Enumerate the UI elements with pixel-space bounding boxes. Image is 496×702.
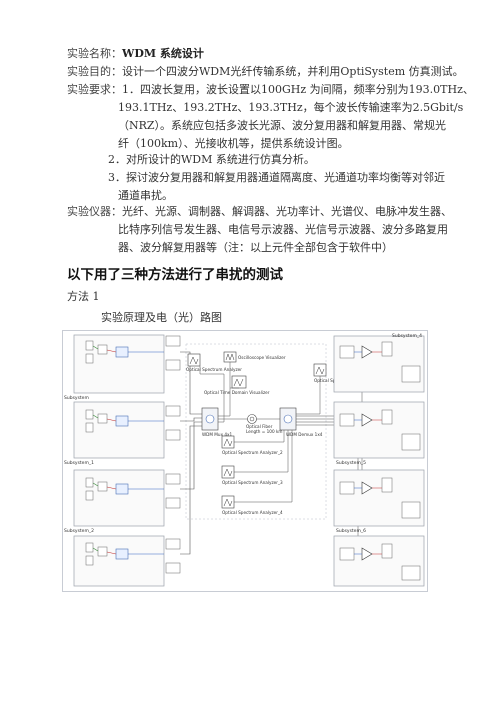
optical-spectrum-analyzer <box>187 353 201 367</box>
receiver-subsystem-1 <box>333 401 425 459</box>
subsystem-label: Subsystem_2 <box>64 528 94 534</box>
receiver-subsystem-2 <box>333 469 425 527</box>
optical-spectrum-analyzer-3 <box>221 465 235 479</box>
osa4-label: Optical Spectrum Analyzer_4 <box>222 510 283 515</box>
optical-spectrum-analyzer-2 <box>221 435 235 449</box>
requirement-line: 1．四波长复用，波长设置以100GHz 为间隔，频率分别为193.0THz、 <box>122 83 474 96</box>
experiment-name-line: 实验名称：WDM 系统设计 <box>67 47 204 61</box>
subsystem-label: Subsystem_4 <box>392 333 422 339</box>
instrument-line: 比特序列信号发生器、电信号示波器、光信号示波器、波分多路复用 <box>118 223 448 236</box>
optical-time-domain-visualizer <box>231 375 247 389</box>
transmitter-subsystem-2 <box>73 469 181 527</box>
subheading: 实验原理及电（光）路图 <box>101 311 222 324</box>
transmitter-subsystem-3 <box>73 535 181 587</box>
subsystem-label: Subsystem <box>64 395 89 401</box>
instrument-line: 光纤、光源、调制器、解调器、光功率计、光谱仪、电脉冲发生器、 <box>122 205 452 218</box>
experiment-instruments-line: 实验仪器：光纤、光源、调制器、解调器、光功率计、光谱仪、电脉冲发生器、 <box>67 205 452 219</box>
osa3-label: Optical Spectrum Analyzer_3 <box>222 480 283 485</box>
transmitter-subsystem-1 <box>73 401 181 459</box>
experiment-requirements-line: 实验要求：1．四波长复用，波长设置以100GHz 为间隔，频率分别为193.0T… <box>67 83 474 97</box>
oscilloscope-visualizer <box>223 351 237 363</box>
osa2-label: Optical Spectrum Analyzer_2 <box>222 450 283 455</box>
experiment-requirements-label: 实验要求： <box>67 83 122 96</box>
receiver-subsystem-0 <box>333 335 425 393</box>
receiver-subsystem-3 <box>333 535 425 587</box>
experiment-purpose-line: 实验目的：设计一个四波分WDM光纤传输系统，并利用OptiSystem 仿真测试… <box>67 65 464 79</box>
optical-fiber <box>247 414 257 424</box>
tx-to-mux-links <box>180 351 202 555</box>
wdm-demux <box>279 407 297 431</box>
oscilloscope-label: Oscilloscope Visualizer <box>238 355 286 360</box>
subsystem-label: Subsystem_6 <box>336 528 366 534</box>
mux-label: WDM Mux 4x1 <box>202 432 233 437</box>
optical-spectrum-analyzer-4 <box>221 495 235 509</box>
fiber-label: Optical Fiber <box>246 424 273 429</box>
requirement-line: 通道串扰。 <box>118 189 173 202</box>
subsystem-label: Subsystem_5 <box>336 460 366 466</box>
requirement-line: 193.1THz、193.2THz、193.3THz，每个波长传输速率为2.5G… <box>118 101 464 114</box>
optical-spectrum-analyzer-right <box>313 363 327 377</box>
transmitter-subsystem-0 <box>73 334 181 394</box>
otdv-label: Optical Time Domain Visualizer <box>204 390 270 395</box>
demux-label: WDM Demux 1x4 <box>286 432 323 437</box>
experiment-name-value: WDM 系统设计 <box>122 47 204 60</box>
experiment-name-label: 实验名称： <box>67 47 122 60</box>
experiment-purpose-text: 设计一个四波分WDM光纤传输系统，并利用OptiSystem 仿真测试。 <box>122 65 464 78</box>
optisystem-schematic: Subsystem Subsystem_1 Subsystem_2 <box>62 330 428 592</box>
experiment-purpose-label: 实验目的： <box>67 65 122 78</box>
wdm-mux <box>201 407 219 431</box>
fiber-length-label: Length = 100 km <box>246 429 282 434</box>
section-heading: 以下用了三种方法进行了串扰的测试 <box>67 267 283 283</box>
requirement-line: 3．探讨波分复用器和解复用器通道隔离度、光通道功率均衡等对邻近 <box>108 171 445 184</box>
experiment-instruments-label: 实验仪器： <box>67 205 122 218</box>
requirement-line: 纤（100km）、光接收机等，提供系统设计图。 <box>118 137 349 150</box>
subsystem-label: Subsystem_1 <box>64 460 94 466</box>
requirement-line: （NRZ）。系统应包括多波长光源、波分复用器和解复用器、常规光 <box>118 119 447 132</box>
instrument-line: 器、波分解复用器等（注：以上元件全部包含于软件中） <box>118 241 393 254</box>
center-region <box>185 343 327 520</box>
osa-label: Optical Spectrum Analyzer <box>186 367 242 372</box>
method-label: 方法 1 <box>67 290 100 303</box>
requirement-line: 2．对所设计的WDM 系统进行仿真分析。 <box>108 153 315 166</box>
